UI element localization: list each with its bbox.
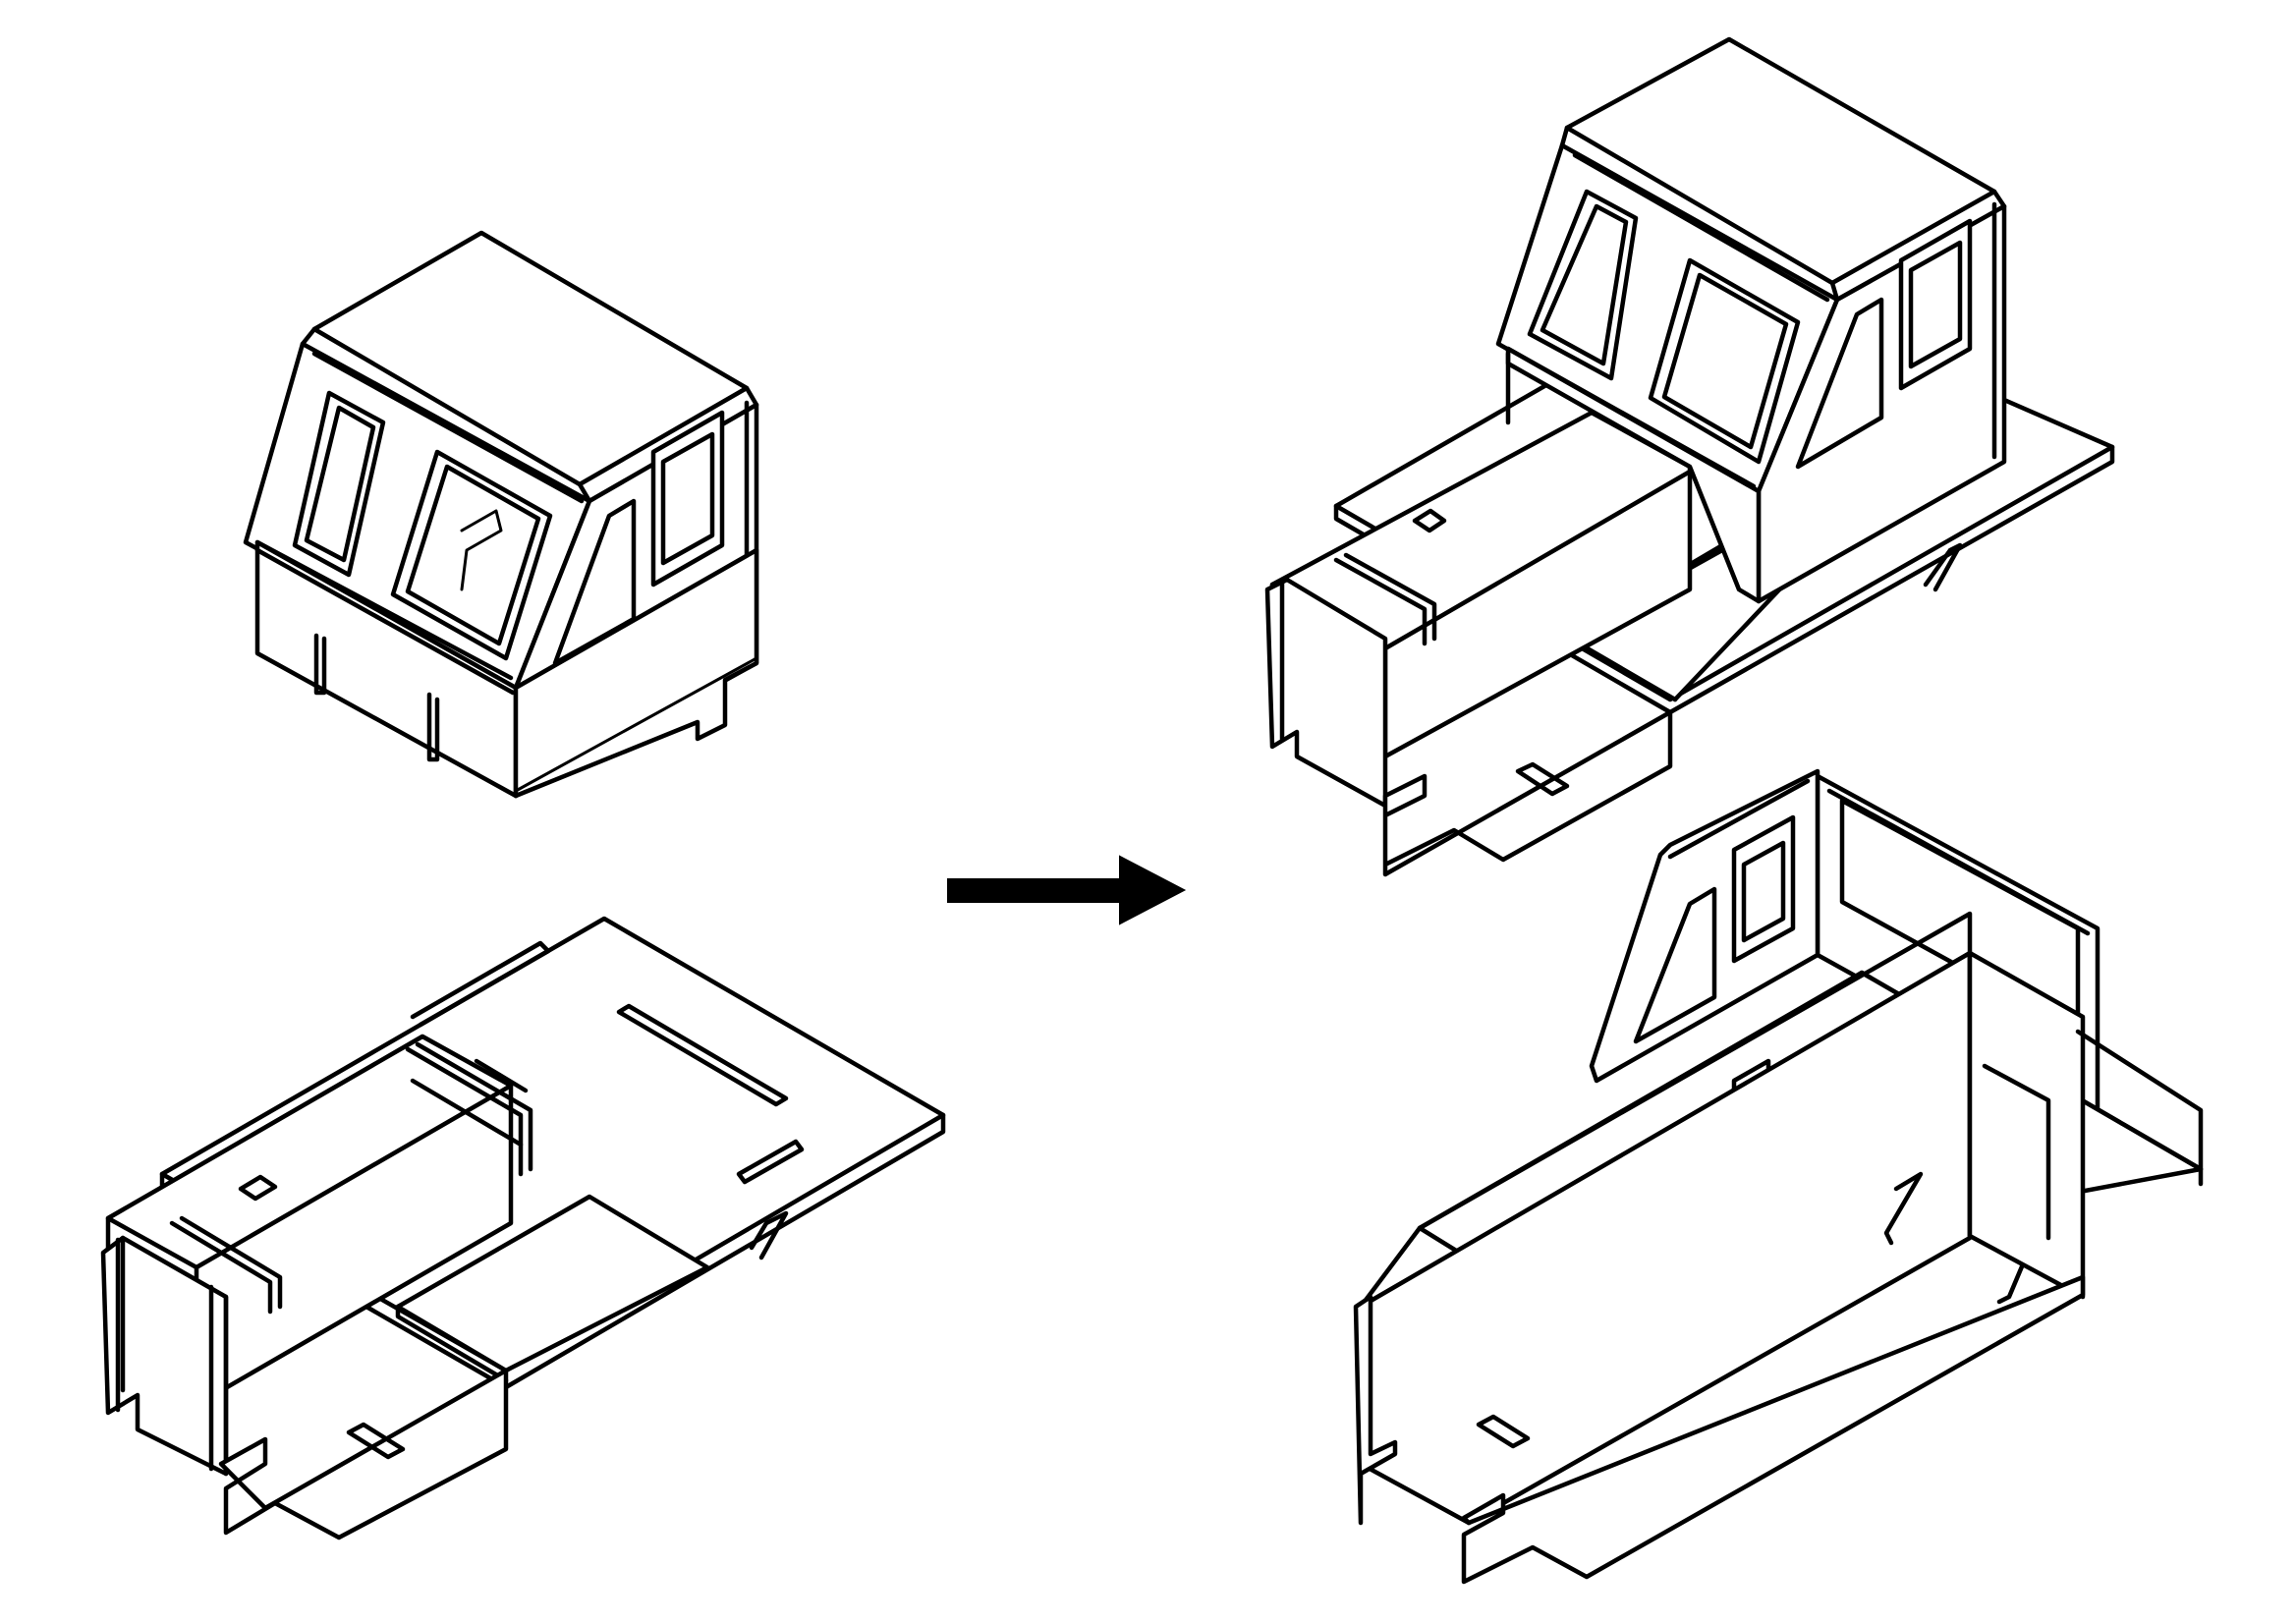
assembled-cab-base <box>1264 36 2115 877</box>
rear-body-frame <box>1353 768 2204 1585</box>
chassis-base-part <box>100 916 946 1540</box>
cab-part <box>243 230 759 799</box>
step-arrow-icon <box>947 855 1187 925</box>
